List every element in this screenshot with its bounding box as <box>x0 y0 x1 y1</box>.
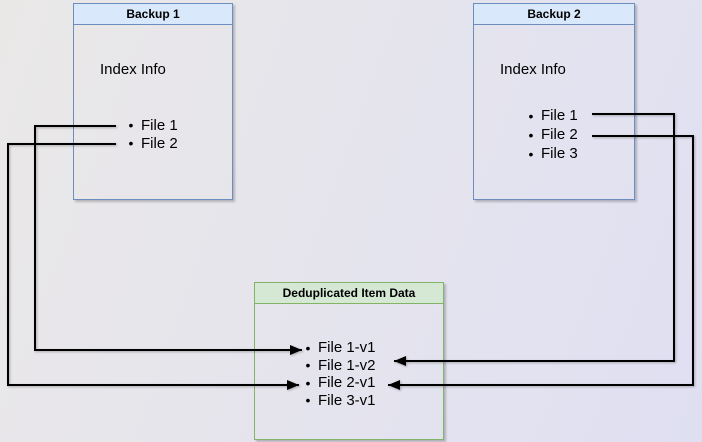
file-label: File 3-v1 <box>318 391 376 409</box>
backup2-title: Backup 2 <box>527 7 581 21</box>
file-label: File 3 <box>541 145 578 162</box>
bullet-icon: • <box>305 392 311 409</box>
file-label: File 1-v1 <box>318 339 376 357</box>
list-item: • File 3 <box>524 144 578 163</box>
list-item: • File 1-v1 <box>301 339 376 357</box>
backup2-box: Backup 2 Index Info • File 1 • File 2 • … <box>473 3 635 200</box>
dedup-header: Deduplicated Item Data <box>255 283 443 304</box>
file-label: File 1 <box>141 116 178 134</box>
file-label: File 2 <box>541 126 578 143</box>
file-label: File 1-v2 <box>318 356 376 374</box>
bullet-icon: • <box>128 135 134 151</box>
list-item: • File 3-v1 <box>301 392 376 410</box>
bullet-icon: • <box>305 374 311 391</box>
bullet-icon: • <box>528 145 534 162</box>
bullet-icon: • <box>528 126 534 143</box>
backup1-index-info-label: Index Info <box>100 61 166 78</box>
dedup-title: Deduplicated Item Data <box>282 286 416 300</box>
backup1-file-list: • File 1 • File 2 <box>124 116 178 152</box>
bullet-icon: • <box>528 107 534 124</box>
backup2-index-info-label: Index Info <box>500 61 566 78</box>
bullet-icon: • <box>128 117 134 133</box>
bullet-icon: • <box>305 357 311 374</box>
list-item: • File 1 <box>124 116 178 134</box>
file-label: File 2 <box>141 134 178 152</box>
file-label: File 2-v1 <box>318 374 376 392</box>
backup1-box: Backup 1 Index Info • File 1 • File 2 <box>73 3 233 200</box>
dedup-item-list: • File 1-v1 • File 1-v2 • File 2-v1 • Fi… <box>301 339 376 409</box>
list-item: • File 2 <box>124 134 178 152</box>
backup1-header: Backup 1 <box>74 4 232 25</box>
list-item: • File 2 <box>524 125 578 144</box>
file-label: File 1 <box>541 107 578 124</box>
bullet-icon: • <box>305 339 311 356</box>
backup1-title: Backup 1 <box>126 7 180 21</box>
list-item: • File 2-v1 <box>301 374 376 392</box>
backup2-file-list: • File 1 • File 2 • File 3 <box>524 106 578 163</box>
deduplicated-item-data-box: Deduplicated Item Data • File 1-v1 • Fil… <box>254 282 444 440</box>
list-item: • File 1-v2 <box>301 357 376 375</box>
backup2-header: Backup 2 <box>474 4 634 25</box>
list-item: • File 1 <box>524 106 578 125</box>
